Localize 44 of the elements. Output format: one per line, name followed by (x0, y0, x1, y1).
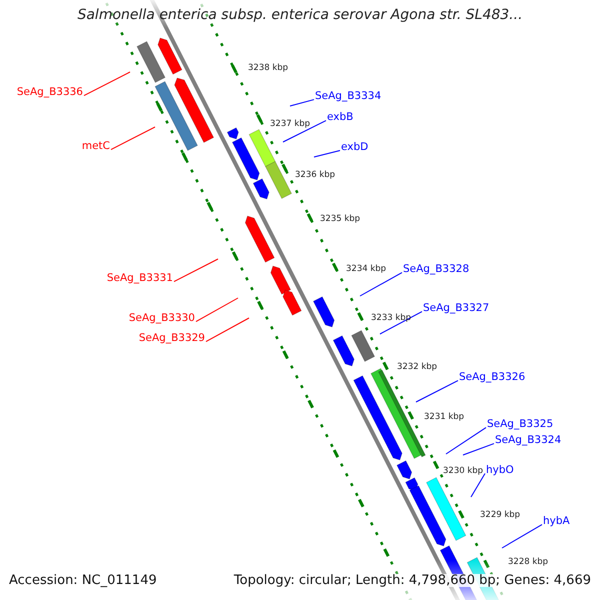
gene-label: metC (82, 141, 110, 153)
gene-label: hybA (543, 516, 570, 528)
gene-label: SeAg_B3325 (487, 419, 554, 431)
map-title: Salmonella enterica subsp. enterica serovar Agona str. SL483... (76, 8, 524, 22)
gene-label: SeAg_B3326 (459, 372, 526, 384)
gene-label: exbD (341, 142, 368, 154)
leader-line (380, 311, 422, 334)
leader-line (290, 99, 314, 106)
scale-label: 3230 kbp (443, 467, 484, 476)
leader-line (470, 473, 486, 498)
leader-line (502, 524, 542, 548)
gene-label: SeAg_B3327 (423, 303, 490, 315)
scale-label: 3238 kbp (248, 64, 288, 72)
leader-line (174, 258, 218, 282)
leader-line (206, 318, 250, 342)
footer-text: Accession: NC_011149 (9, 574, 157, 587)
gene-label: exbB (327, 112, 354, 124)
scale-label: 3231 kbp (424, 413, 464, 422)
scale-label: 3234 kbp (346, 265, 386, 274)
gene-label: hybO (486, 465, 514, 477)
gene-label: SeAg_B3329 (138, 333, 205, 345)
gene-label: SeAg_B3324 (495, 435, 562, 447)
leader-line (314, 150, 340, 158)
scale-label: 3236 kbp (295, 171, 336, 180)
scale-label: 3232 kbp (397, 363, 438, 372)
gene-label: SeAg_B3328 (403, 264, 470, 276)
leader-line (110, 126, 156, 150)
scale-label: 3228 kbp (508, 558, 548, 566)
scale-label: 3233 kbp (371, 314, 412, 322)
gene-label: SeAg_B3336 (16, 87, 83, 99)
leader-line (282, 120, 326, 142)
gene-label: SeAg_B3334 (315, 91, 382, 103)
leader-line (196, 298, 238, 322)
leader-line (462, 443, 494, 456)
leader-line (84, 72, 130, 96)
gene-label: SeAg_B3330 (128, 313, 195, 325)
gene-label: SeAg_B3331 (106, 273, 173, 285)
scale-label: 3235 kbp (320, 215, 360, 224)
leader-line (360, 272, 402, 296)
scale-label: 3229 kbp (480, 511, 520, 520)
leader-line (446, 427, 486, 454)
leader-line (416, 380, 458, 402)
scale-label: 3237 kbp (270, 120, 310, 128)
footer-text: Topology: circular; Length: 4,798,660 bp; Genes: 4,669 (234, 574, 591, 587)
